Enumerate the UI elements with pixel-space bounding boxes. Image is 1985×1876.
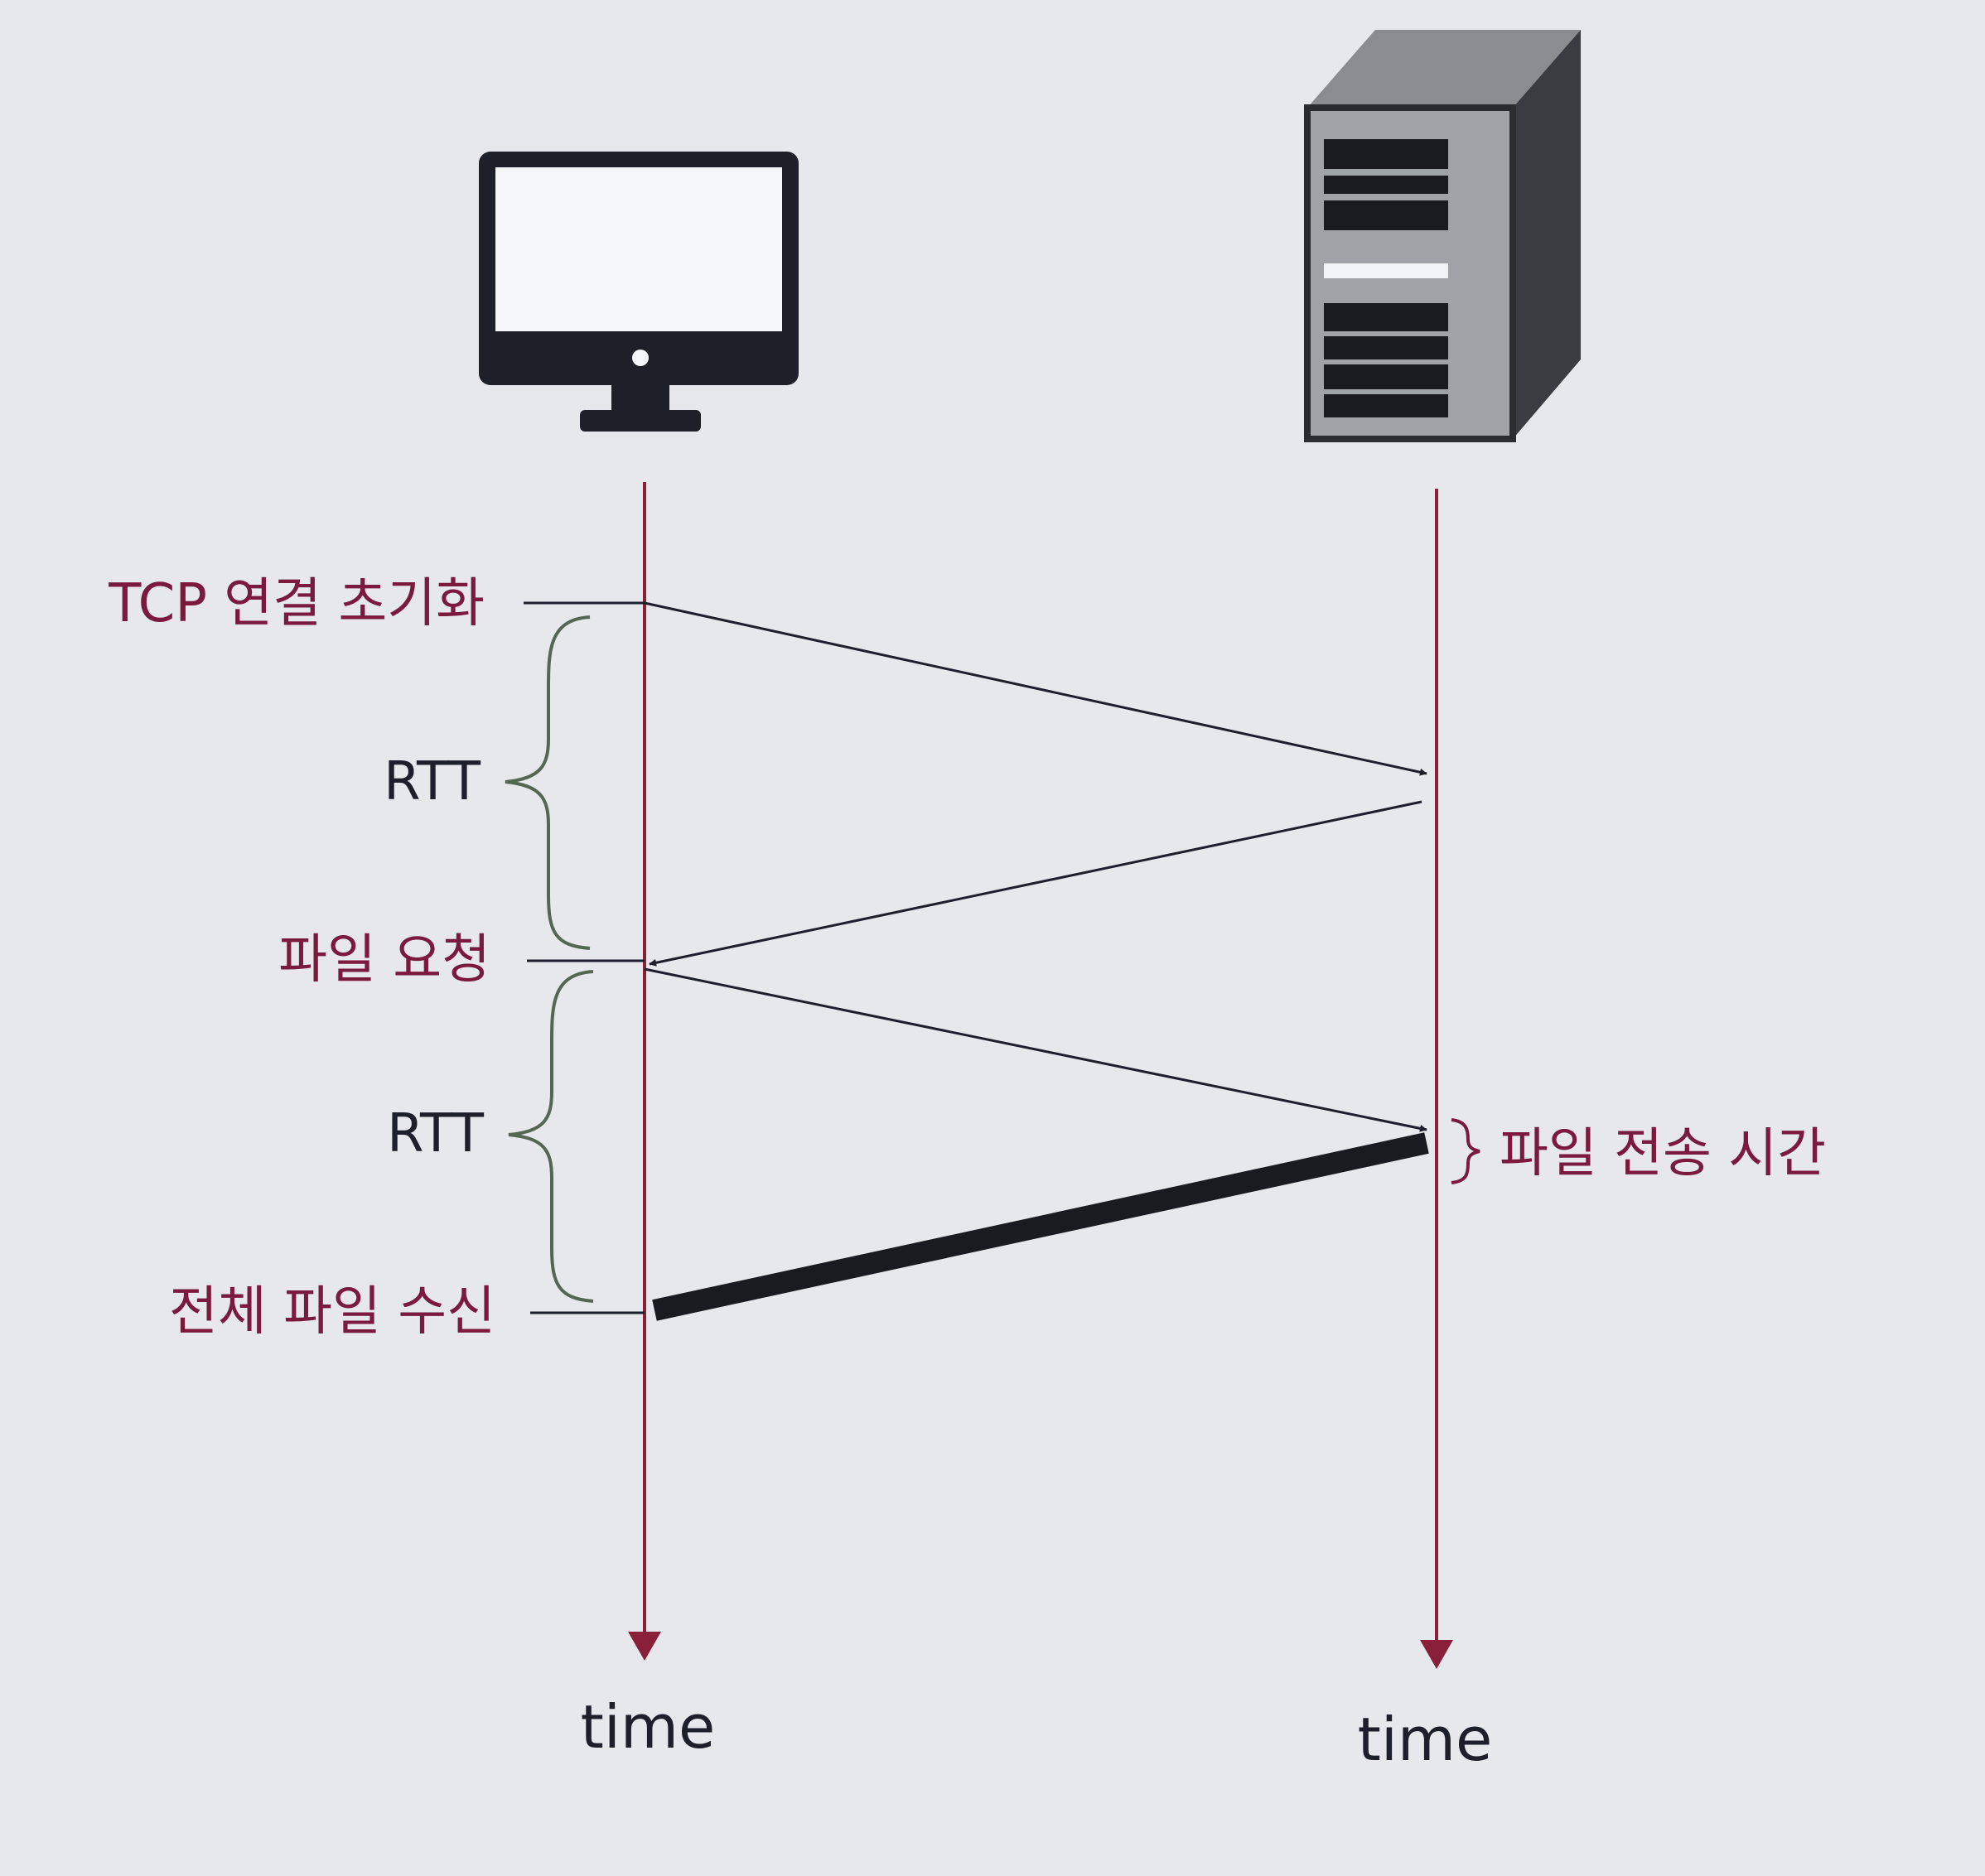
file-transfer-bar: [652, 1132, 1429, 1321]
transfer-time-brace: [1451, 1118, 1480, 1184]
rtt-label-2: RTT: [387, 1103, 485, 1165]
file-request-label: 파일 요청: [278, 929, 490, 991]
syn-ack-message-arrow: [649, 800, 1422, 967]
request-message-arrow: [644, 967, 1427, 1132]
server-tower-icon: [1304, 30, 1581, 442]
rtt-brace-1: [505, 615, 591, 950]
transfer-time-label: 파일 전송 시간: [1500, 1123, 1826, 1184]
server-time-label: time: [1358, 1705, 1493, 1774]
tcp-init-label: TCP 연결 초기화: [108, 573, 485, 634]
client-time-label: time: [581, 1692, 716, 1762]
server-timeline: [1420, 489, 1453, 1669]
rtt-brace-2: [508, 970, 594, 1303]
client-timeline: [628, 482, 661, 1661]
file-received-label: 전체 파일 수신: [169, 1281, 495, 1343]
rtt-label-1: RTT: [384, 751, 481, 813]
monitor-icon: [479, 152, 799, 432]
syn-message-arrow: [644, 601, 1427, 776]
